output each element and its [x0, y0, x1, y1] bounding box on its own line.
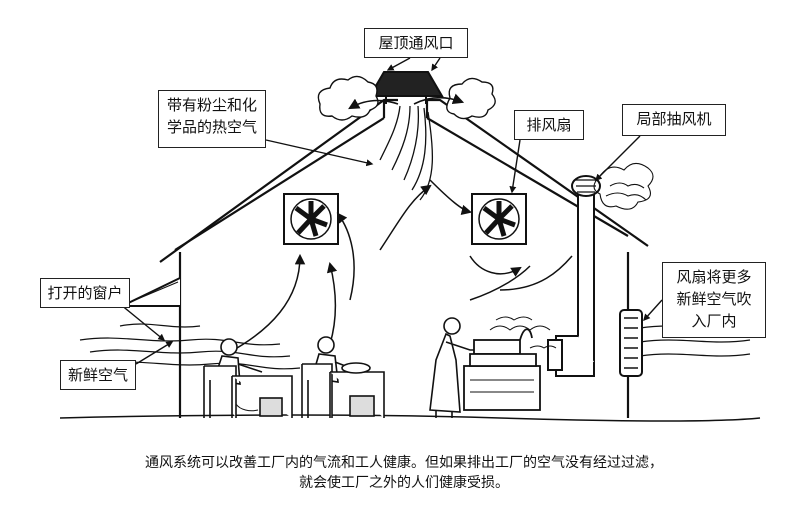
label-roof-vent-text: 屋顶通风口	[378, 34, 454, 52]
label-fan-intake-line1: 风扇将更多	[676, 268, 752, 286]
worker-middle	[301, 336, 385, 418]
label-fresh-air: 新鲜空气	[60, 360, 136, 390]
machine	[463, 328, 541, 411]
label-open-window-text: 打开的窗户	[47, 284, 123, 302]
exhaust-fan-left	[283, 193, 339, 245]
roof-vent-cap	[368, 71, 444, 104]
worker-left	[203, 338, 293, 418]
label-hot-air-line2: 学品的热空气	[166, 118, 257, 136]
label-hot-air-line1: 带有粉尘和化	[166, 96, 257, 114]
indoor-airflow-arrows	[229, 179, 573, 353]
machine-fumes	[489, 316, 557, 349]
label-roof-vent: 屋顶通风口	[364, 28, 468, 58]
label-local-extractor: 局部抽风机	[622, 104, 726, 136]
label-fresh-air-text: 新鲜空气	[67, 366, 128, 384]
label-local-extractor-text: 局部抽风机	[636, 110, 712, 128]
exhaust-fan-right	[471, 193, 527, 245]
label-fan-intake-line2: 新鲜空气吹	[676, 290, 752, 308]
extractor-smoke	[593, 162, 654, 210]
label-exhaust-fan-text: 排风扇	[526, 116, 572, 134]
ground-line	[59, 414, 761, 422]
label-open-window: 打开的窗户	[40, 278, 130, 308]
wall-intake-fan	[619, 309, 643, 377]
hot-air-swirl	[379, 105, 434, 201]
factory-building	[159, 98, 649, 418]
vent-airflow-left	[348, 98, 399, 110]
label-hot-air: 带有粉尘和化 学品的热空气	[158, 90, 266, 148]
vent-airflow-right	[413, 93, 465, 105]
label-leader-lines	[119, 57, 663, 365]
label-exhaust-fan: 排风扇	[514, 110, 584, 140]
figure-caption: 通风系统可以改善工厂内的气流和工人健康。但如果排出工厂的空气没有经过过滤， 就会…	[0, 453, 808, 493]
label-fan-intake: 风扇将更多 新鲜空气吹 入厂内	[662, 262, 766, 338]
label-fan-intake-line3: 入厂内	[691, 312, 737, 330]
caption-line2: 就会使工厂之外的人们健康受损。	[299, 475, 509, 491]
caption-line1: 通风系统可以改善工厂内的气流和工人健康。但如果排出工厂的空气没有经过过滤，	[145, 455, 663, 471]
local-extractor-duct	[547, 175, 601, 377]
roof-smoke-clouds	[317, 75, 496, 121]
